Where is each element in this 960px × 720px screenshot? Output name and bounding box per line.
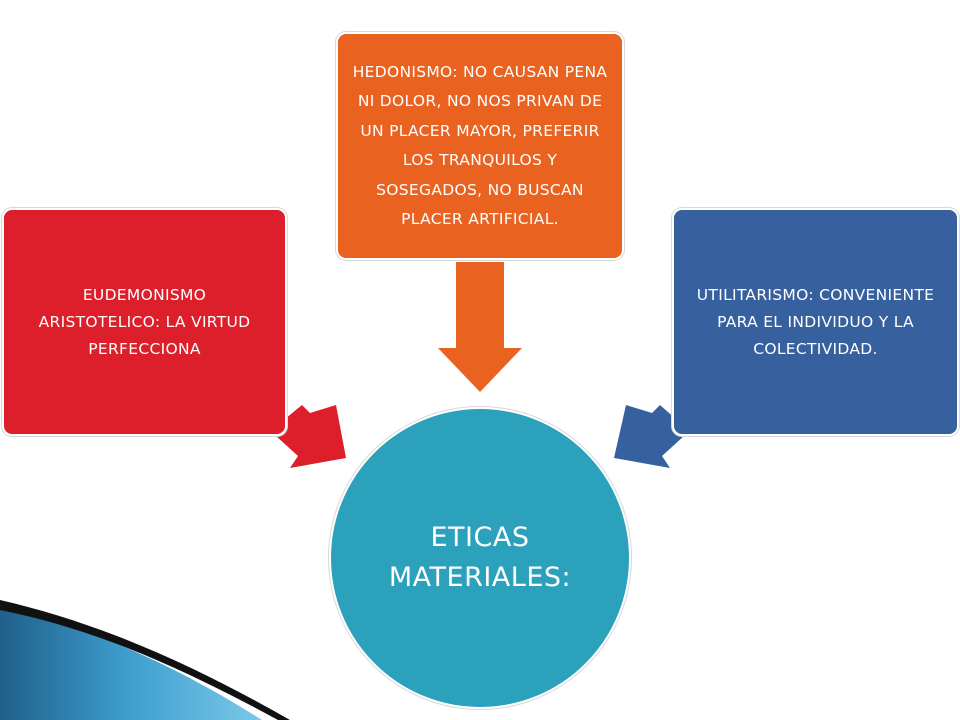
arrow-left-to-center [274, 405, 346, 468]
swoosh-dark-stroke [0, 600, 290, 720]
eudemonismo-text: EUDEMONISMO ARISTOTELICO: LA VIRTUD PERF… [38, 285, 251, 358]
center-title-line1: ETICAS [430, 522, 530, 553]
eudemonismo-box: EUDEMONISMO ARISTOTELICO: LA VIRTUD PERF… [2, 208, 287, 436]
eticas-materiales-circle: ETICAS MATERIALES: [329, 407, 631, 709]
swoosh-blue-band [0, 606, 262, 720]
arrow-top-to-center [438, 262, 522, 392]
center-title-line2: MATERIALES: [388, 562, 572, 593]
hedonismo-text: HEDONISMO: NO CAUSAN PENA NI DOLOR, NO N… [352, 62, 608, 229]
arrow-right-to-center [614, 405, 686, 468]
hedonismo-box: HEDONISMO: NO CAUSAN PENA NI DOLOR, NO N… [336, 32, 624, 260]
utilitarismo-text: UTILITARISMO: CONVENIENTE PARA EL INDIVI… [696, 285, 935, 358]
utilitarismo-box: UTILITARISMO: CONVENIENTE PARA EL INDIVI… [672, 208, 959, 436]
